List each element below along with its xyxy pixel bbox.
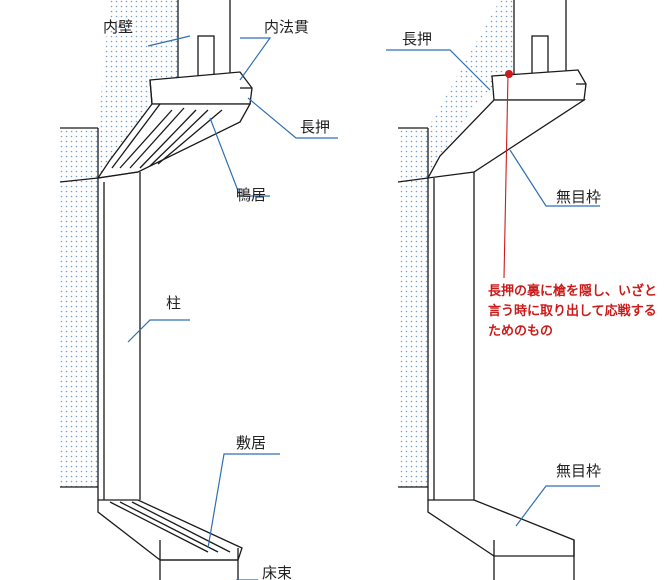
left-wall-upper-texture bbox=[60, 128, 98, 182]
shikii-body bbox=[97, 499, 243, 561]
label-kamoi: 鴨居 bbox=[236, 186, 267, 204]
label-yukazuka: 床束 bbox=[262, 564, 293, 580]
mumewaku-top-body bbox=[426, 99, 587, 179]
left-wall-lower-texture bbox=[60, 182, 98, 487]
label-mumewaku-bottom: 無目枠 bbox=[556, 462, 602, 480]
inner-wall-texture bbox=[98, 0, 178, 178]
annotation-text: 長押の裏に槍を隠し、いざと言う時に取り出して応戦するためのもの bbox=[488, 284, 658, 339]
annotation-marker bbox=[503, 70, 513, 279]
label-shikii: 敷居 bbox=[236, 434, 267, 452]
annotation-dot bbox=[505, 70, 513, 78]
left-figure bbox=[59, 0, 253, 580]
right-nageshi-body bbox=[491, 69, 587, 101]
label-nageshi-right: 長押 bbox=[402, 30, 433, 48]
leader-lines bbox=[127, 35, 600, 580]
label-inner-wall: 内壁 bbox=[103, 18, 134, 36]
mumewaku-bottom-body bbox=[427, 499, 575, 557]
label-nageshi-left: 長押 bbox=[300, 118, 331, 136]
label-uchinori-nuki: 内法貫 bbox=[264, 18, 310, 36]
right-figure bbox=[397, 0, 587, 580]
label-hashira: 柱 bbox=[166, 294, 182, 312]
label-mumewaku-top: 無目枠 bbox=[556, 188, 602, 206]
